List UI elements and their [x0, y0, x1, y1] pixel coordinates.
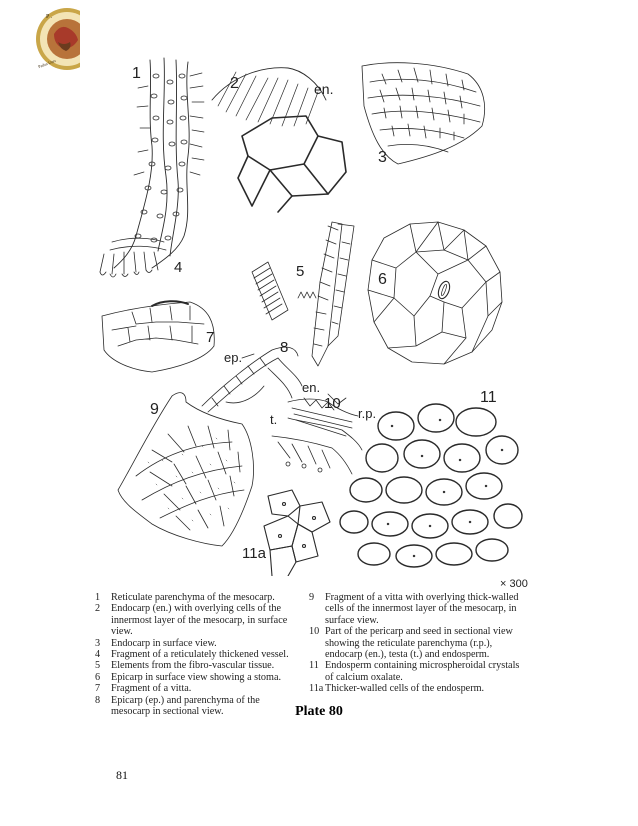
fig-8-label: 8 — [280, 339, 288, 356]
legend-number: 11 — [309, 660, 319, 672]
fig-3-endocarp-surface: 3 — [361, 62, 485, 166]
svg-text:Padua Univ: Padua Univ — [37, 58, 56, 69]
fig-6-epicarp-stoma: 6 — [367, 221, 503, 365]
legend-text: Elements from the fibro-vascular tissue. — [111, 660, 275, 672]
fig-1-label: 1 — [132, 65, 141, 82]
legend-number: 10 — [309, 626, 320, 638]
legend-item: 6 Epicarp in surface view showing a stoma… — [95, 672, 301, 683]
fig-10-en-label: en. — [302, 380, 320, 395]
legend-item: 9 Fragment of a vitta with overlying thic… — [309, 592, 525, 626]
fig-10-label: 10 — [324, 395, 341, 412]
legend-text: Fragment of a vitta with overlying thick… — [325, 592, 519, 626]
fig-9-label: 9 — [150, 401, 159, 418]
fig-8-epicarp-section: ep. 8 — [201, 339, 303, 413]
fig-2-endocarp-overlying-cells: 2 en. — [211, 67, 347, 213]
legend-item: 4 Fragment of a reticulately thickened ve… — [95, 649, 301, 660]
page-number: 81 — [116, 768, 128, 782]
fig-7-vitta-fragment: 7 — [101, 300, 215, 373]
fig-11-label: 11 — [480, 389, 497, 406]
fig-7-label: 7 — [206, 329, 214, 346]
legend-text: Thicker-walled cells of the endosperm. — [325, 683, 485, 695]
legend-number: 2 — [95, 603, 101, 615]
legend-number: 5 — [95, 660, 101, 672]
legend-text: Endosperm containing microspheroidal cry… — [325, 660, 520, 683]
legend-number: 9 — [309, 592, 315, 603]
legend-number: 6 — [95, 671, 101, 683]
fig-8-ep-label: ep. — [224, 350, 242, 365]
legend-number: 7 — [95, 683, 101, 695]
legend-right-column: 9 Fragment of a vitta with overlying thic… — [309, 592, 525, 695]
fig-3-label: 3 — [378, 149, 387, 166]
fig-10-pericarp-seed-section: en. 10 t. r.p. — [270, 380, 376, 475]
legend-number: 1 — [95, 592, 101, 603]
fig-10-rp-label: r.p. — [358, 406, 376, 421]
micrograph-plate-drawing: 1 4 2 en. — [99, 57, 523, 576]
legend-text: Epicarp (ep.) and parenchyma of the meso… — [111, 694, 260, 718]
legend-number: 8 — [95, 694, 101, 706]
legend-item: 11 Endosperm containing microspheroidal c… — [309, 660, 525, 683]
fig-5-label: 5 — [296, 263, 304, 280]
legend-item: 7 Fragment of a vitta. — [95, 683, 301, 694]
fig-2-en-label: en. — [314, 81, 333, 97]
legend-text: Fragment of a reticulately thickened ves… — [111, 649, 289, 661]
fig-9-vitta-thick-walled: 9 — [117, 392, 254, 547]
fig-1-reticulate-parenchyma: 1 — [113, 57, 205, 269]
fig-4-label: 4 — [174, 259, 182, 276]
fig-4-vessel-fragment: 4 — [99, 237, 182, 278]
legend-text: Fragment of a vitta. — [111, 683, 192, 695]
legend-item: 2 Endocarp (en.) with overlying cells of … — [95, 603, 301, 637]
legend-text: Endocarp in surface view. — [111, 637, 217, 649]
legend-text: Endocarp (en.) with overlying cells of t… — [111, 603, 288, 638]
legend-item: 5 Elements from the fibro-vascular tissue… — [95, 660, 301, 671]
legend-number: 3 — [95, 637, 101, 649]
fig-10-t-label: t. — [270, 412, 277, 427]
legend-number: 4 — [95, 649, 101, 661]
svg-text:P .: P . — [46, 14, 53, 20]
legend-text: Epicarp in surface view showing a stoma. — [111, 671, 282, 683]
legend-item: 3 Endocarp in surface view. — [95, 638, 301, 649]
fig-11-endosperm-crystals: 11 — [339, 389, 523, 568]
legend-text: Part of the pericarp and seed in section… — [325, 626, 513, 661]
fig-11a-label: 11a — [242, 545, 267, 562]
legend-text: Reticulate parenchyma of the mesocarp. — [111, 592, 275, 603]
plate-title: Plate 80 — [295, 704, 343, 719]
magnification-label: × 300 — [500, 578, 528, 590]
legend-item: 8 Epicarp (ep.) and parenchyma of the mes… — [95, 695, 301, 718]
fig-6-label: 6 — [378, 271, 387, 288]
fig-2-label: 2 — [230, 75, 239, 92]
fig-11a-thick-walled-endosperm: 11a — [242, 489, 331, 576]
fig-5-fibro-vascular-elements: 5 — [251, 221, 355, 367]
legend-item: 10 Part of the pericarp and seed in secti… — [309, 626, 525, 660]
legend-number: 11a — [309, 683, 324, 695]
legend-item: 1 Reticulate parenchyma of the mesocarp. — [95, 592, 301, 603]
institution-seal-logo: P . Padua Univ — [36, 8, 80, 70]
